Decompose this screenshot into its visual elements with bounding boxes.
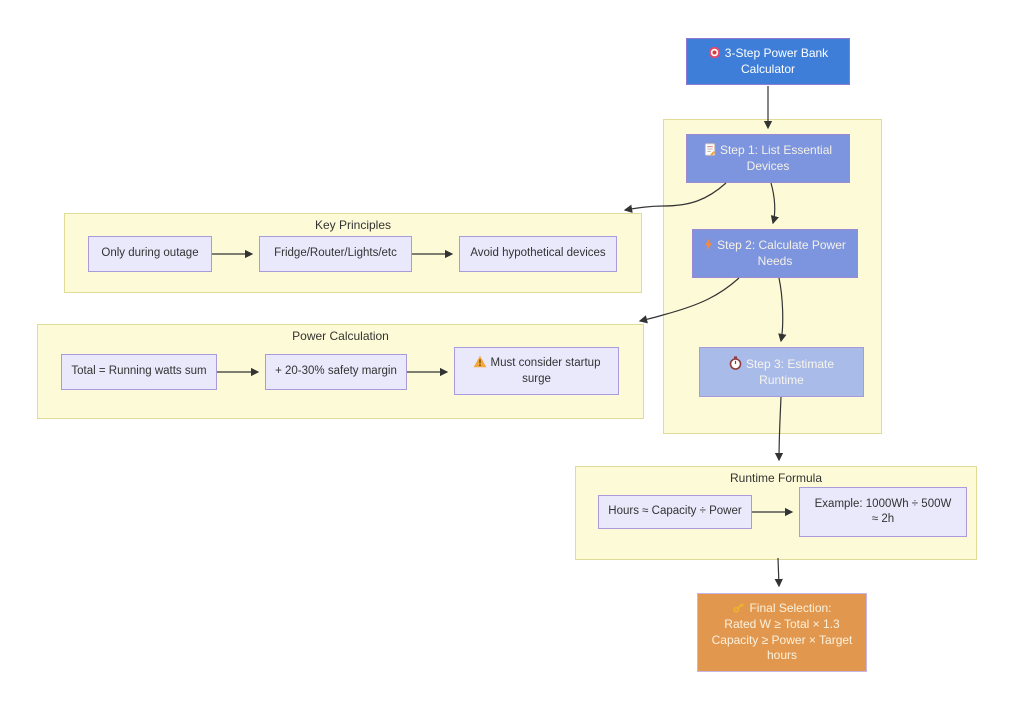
key-principles-title: Key Principles	[314, 218, 392, 232]
edge-runtime-to-final	[774, 557, 783, 588]
node-label: Example: 1000Wh ÷ 500W ≈ 2h	[814, 497, 952, 525]
node-only-during-outage: Only during outage	[88, 236, 212, 272]
node-label: Step 3: Estimate Runtime	[745, 356, 835, 387]
node-label: Only during outage	[101, 247, 199, 260]
node-label: + 20-30% safety margin	[275, 365, 397, 378]
memo-icon	[704, 142, 716, 156]
node-startup-surge: Must consider startup surge	[454, 347, 619, 395]
node-runtime-equation: Hours ≈ Capacity ÷ Power	[598, 495, 752, 529]
lightning-icon	[704, 237, 713, 251]
node-label: 3-Step Power Bank Calculator	[724, 45, 829, 76]
node-label: Step 1: List Essential Devices	[719, 142, 833, 173]
runtime-formula-title: Runtime Formula	[729, 471, 823, 485]
node-device-examples: Fridge/Router/Lights/etc	[259, 236, 412, 272]
node-label: Avoid hypothetical devices	[470, 247, 606, 260]
node-root-calculator: 3-Step Power Bank Calculator	[686, 38, 850, 85]
warning-icon	[473, 355, 487, 368]
node-label: Step 2: Calculate Power Needs	[717, 237, 846, 268]
node-label: Final Selection: Rated W ≥ Total × 1.3 C…	[711, 600, 853, 663]
node-step-2: Step 2: Calculate Power Needs	[692, 229, 858, 278]
node-total-running-watts: Total = Running watts sum	[61, 354, 217, 390]
node-final-selection: Final Selection: Rated W ≥ Total × 1.3 C…	[697, 593, 867, 672]
target-icon	[708, 46, 721, 59]
node-label: Fridge/Router/Lights/etc	[274, 247, 397, 260]
node-label: Total = Running watts sum	[71, 365, 207, 378]
node-label: Must consider startup surge	[490, 357, 601, 385]
node-safety-margin: + 20-30% safety margin	[265, 354, 407, 390]
node-runtime-example: Example: 1000Wh ÷ 500W ≈ 2h	[799, 487, 967, 537]
node-step-1: Step 1: List Essential Devices	[686, 134, 850, 183]
node-label: Hours ≈ Capacity ÷ Power	[608, 505, 742, 518]
stopwatch-icon	[729, 356, 742, 370]
key-icon	[732, 601, 745, 614]
node-step-3: Step 3: Estimate Runtime	[699, 347, 864, 397]
node-avoid-hypothetical: Avoid hypothetical devices	[459, 236, 617, 272]
power-calculation-title: Power Calculation	[292, 329, 389, 343]
